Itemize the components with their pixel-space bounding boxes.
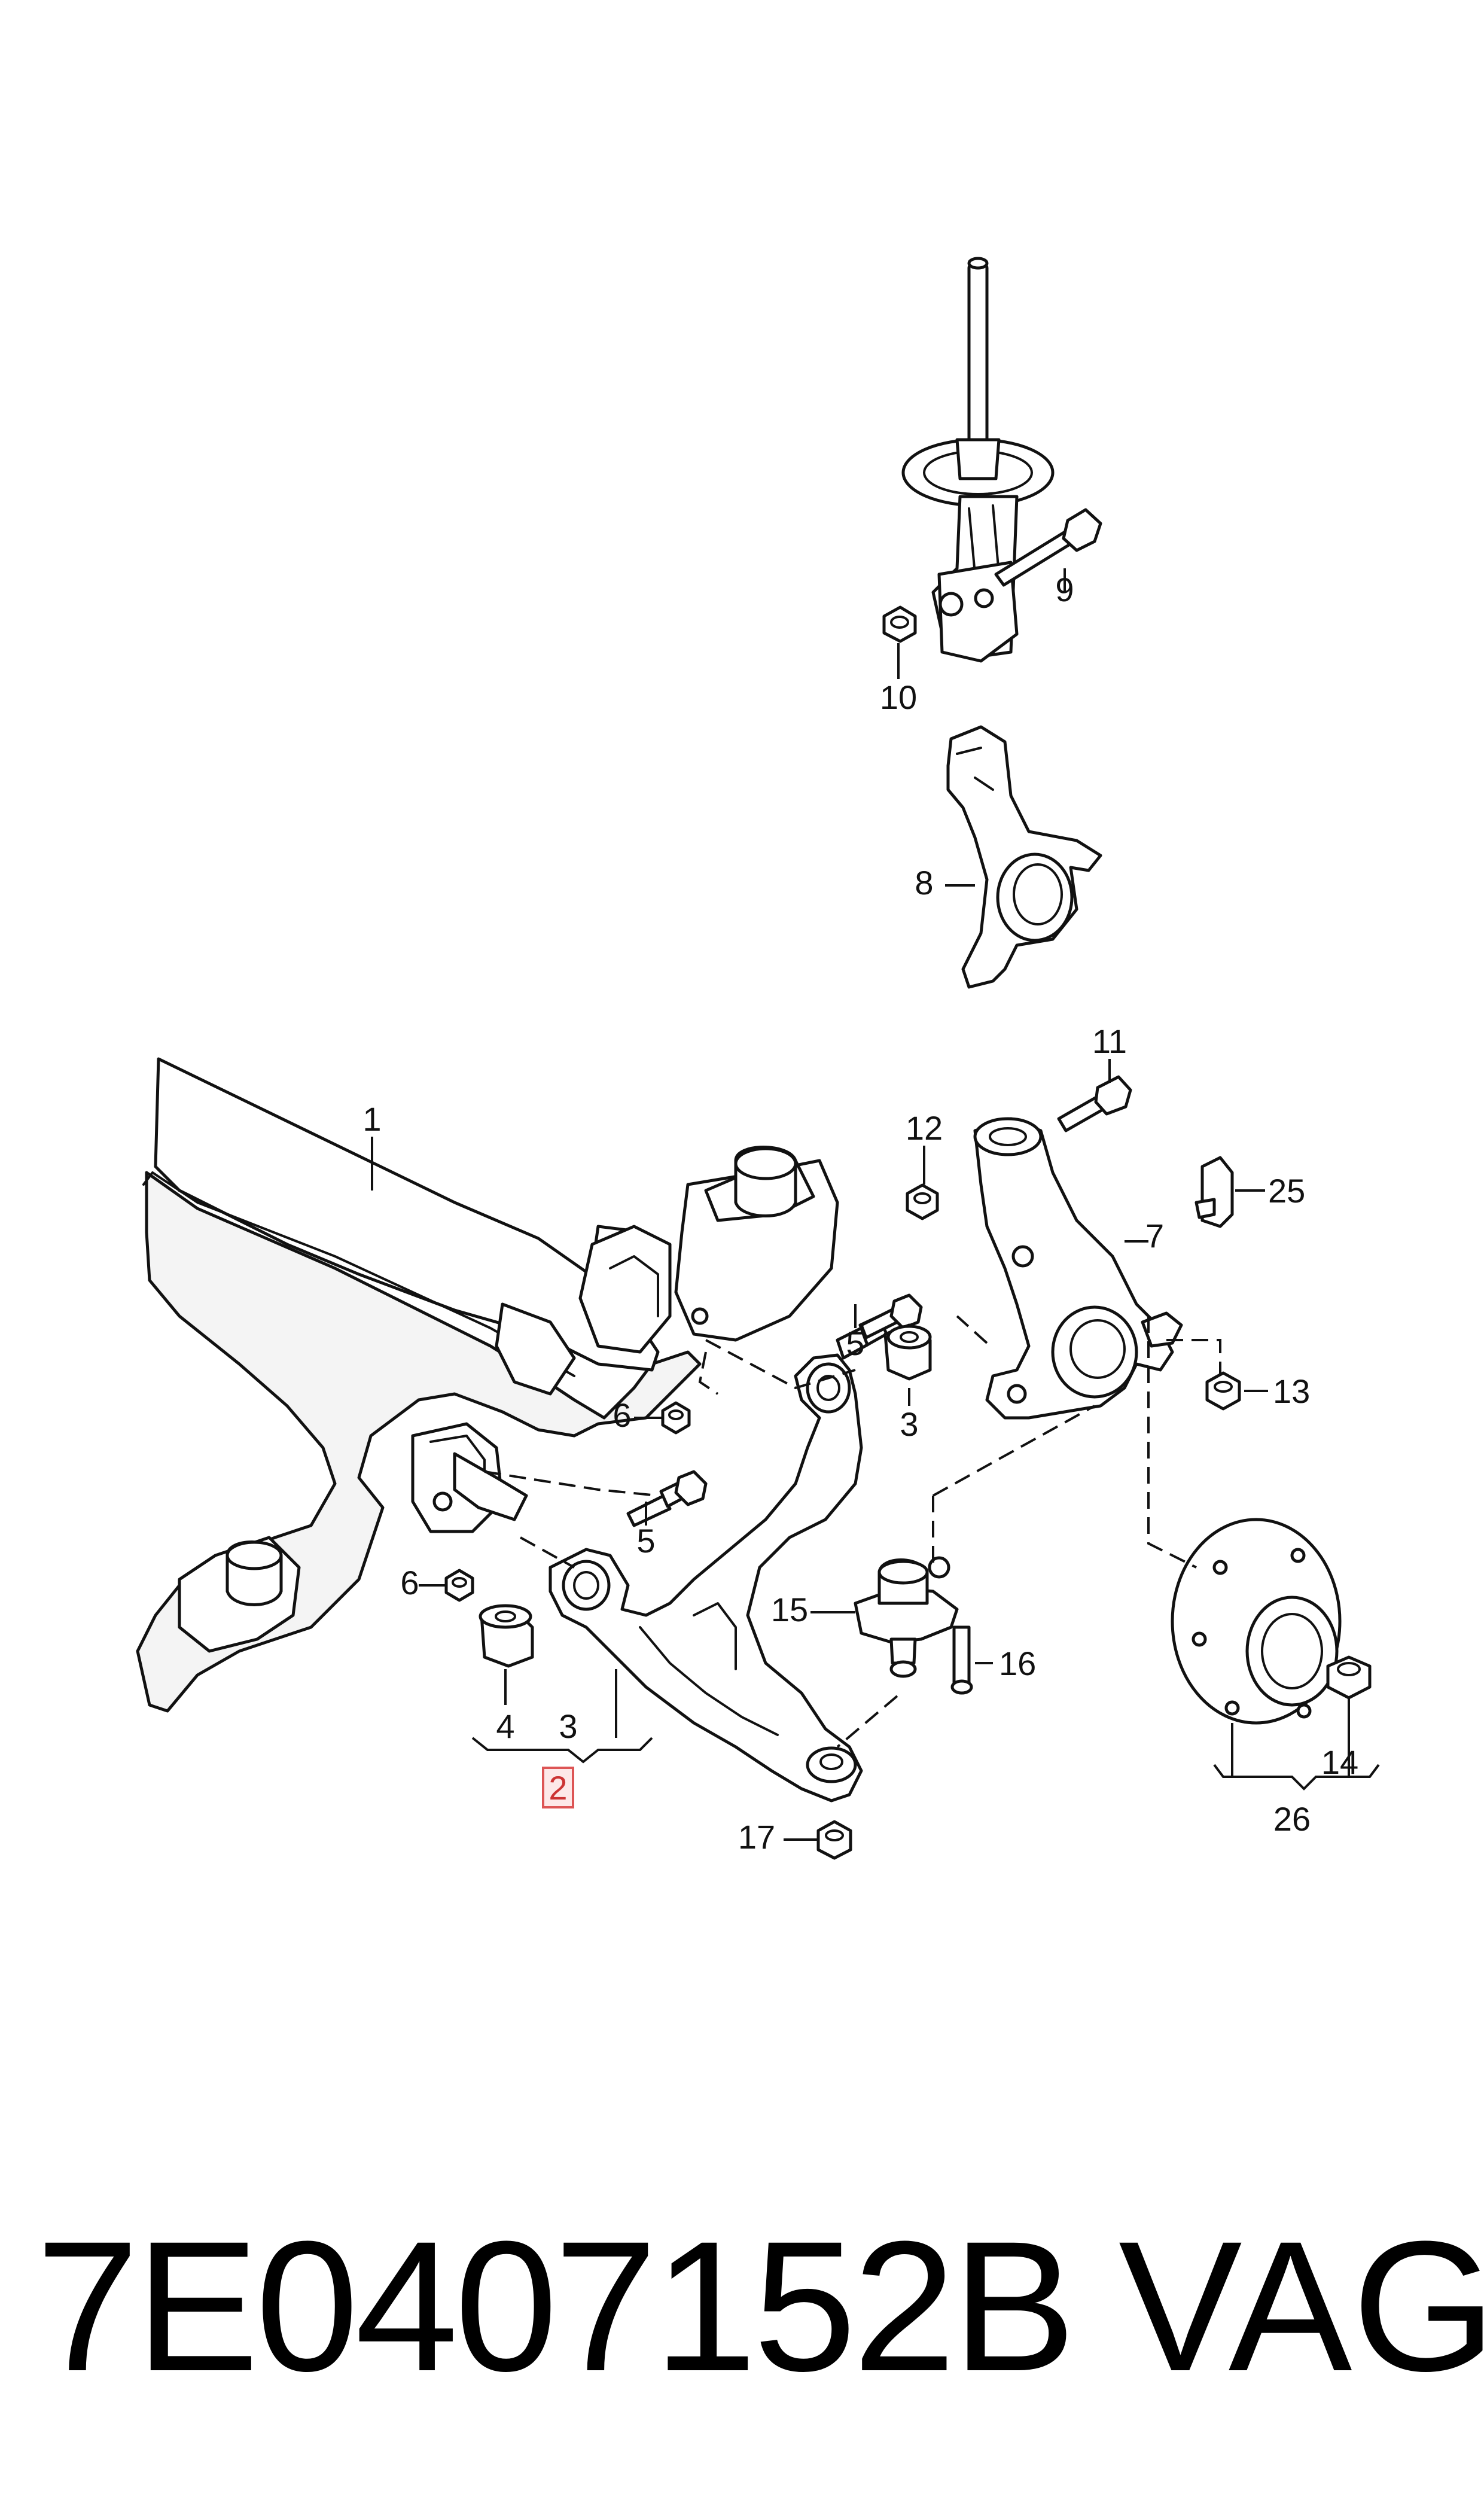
subframe-1	[136, 1057, 839, 1713]
bolt-16	[950, 1625, 973, 1695]
callout-8: 8	[915, 864, 933, 902]
ball-joint-15	[854, 1556, 959, 1678]
callout-labels: 1 9 10 8 11 12 7 25 13 5 3 6 5 6 15 16 4…	[362, 571, 1358, 1856]
nut-17	[816, 1820, 852, 1860]
bolt-11	[1057, 1075, 1132, 1132]
callout-26: 26	[1273, 1800, 1311, 1838]
callout-9: 9	[1055, 571, 1074, 608]
bolt-9	[994, 508, 1102, 587]
nut-13	[1205, 1371, 1241, 1411]
callout-4: 4	[496, 1707, 514, 1745]
callout-3-lower: 3	[559, 1707, 577, 1745]
nut-6-upper	[661, 1401, 691, 1435]
callout-25: 25	[1268, 1172, 1305, 1210]
callout-6-lower: 6	[400, 1564, 419, 1601]
wheel-bearing-housing-8	[946, 725, 1102, 989]
callout-1: 1	[362, 1100, 381, 1138]
callout-14: 14	[1321, 1743, 1358, 1781]
part-number: 7E0407152B	[36, 2202, 1076, 2410]
callout-5-lower: 5	[636, 1522, 655, 1560]
bolt-5-lower	[626, 1470, 708, 1527]
wheel-hub-26	[1171, 1518, 1342, 1725]
callout-16: 16	[999, 1645, 1036, 1682]
nut-14	[1326, 1655, 1372, 1700]
callout-11: 11	[1092, 1022, 1127, 1060]
callout-5-upper: 5	[846, 1325, 864, 1362]
brand-name: VAG	[1119, 2202, 1484, 2410]
sensor-25	[1194, 1156, 1234, 1228]
callout-2-highlighted: 2	[548, 1769, 567, 1807]
callout-7: 7	[1145, 1217, 1164, 1255]
callout-10: 10	[880, 678, 917, 716]
control-arm	[548, 1353, 863, 1803]
leader-lines	[371, 568, 1380, 1841]
highlight-box	[542, 1767, 574, 1808]
callout-6-upper: 6	[613, 1396, 631, 1434]
nut-12	[906, 1183, 939, 1220]
callout-12: 12	[906, 1109, 943, 1147]
shock-absorber-strut	[901, 257, 1055, 663]
nut-10	[882, 605, 917, 643]
callout-13: 13	[1273, 1372, 1310, 1410]
nut-6-lower	[444, 1569, 474, 1602]
bushing-3-upper	[883, 1323, 932, 1381]
steering-knuckle-7	[973, 1117, 1183, 1420]
callout-15: 15	[771, 1591, 808, 1628]
bushing-4	[479, 1604, 534, 1668]
assembly-lines	[484, 1315, 1221, 1748]
callout-3-upper: 3	[900, 1405, 918, 1443]
callout-17: 17	[738, 1818, 775, 1856]
bolt-5-upper	[836, 1293, 923, 1360]
